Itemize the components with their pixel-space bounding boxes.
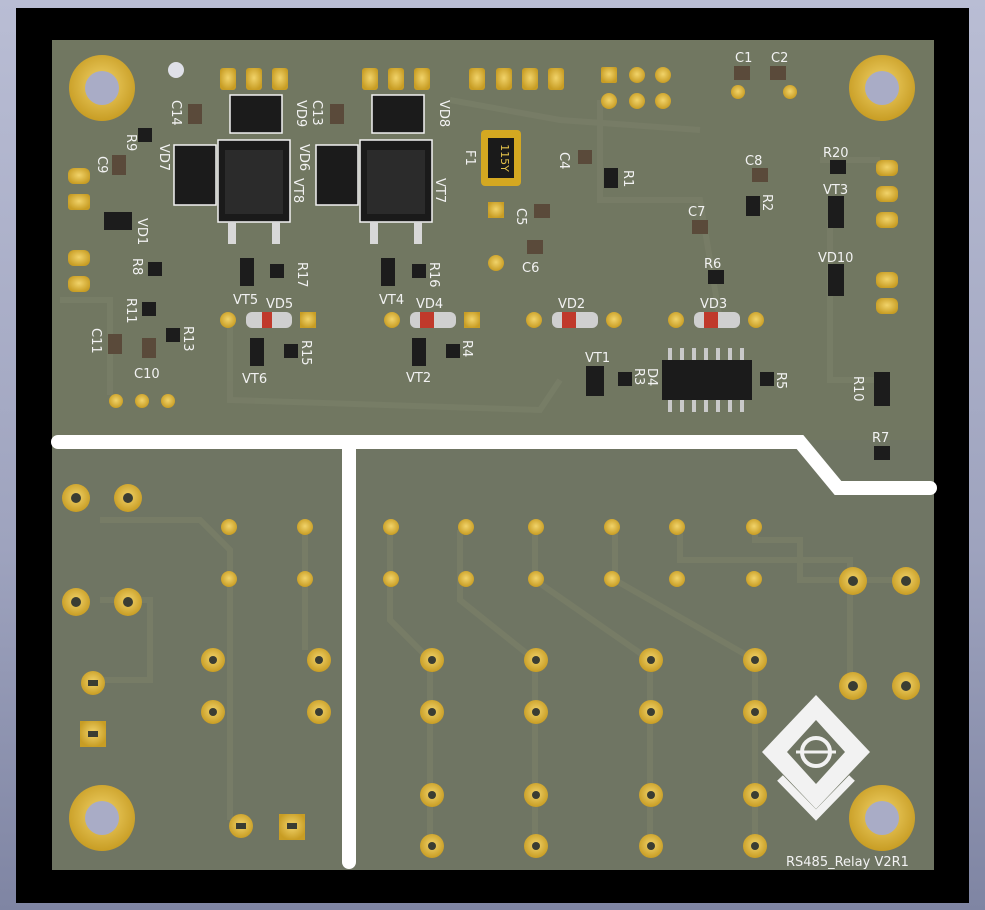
- label-vd7: VD7: [156, 144, 171, 171]
- mounting-holes: [69, 55, 915, 851]
- label-r5: R5: [773, 372, 788, 389]
- label-r6: R6: [704, 257, 721, 272]
- label-vd6: VD6: [296, 144, 311, 171]
- label-vd4: VD4: [416, 297, 443, 312]
- relay-pads: [62, 484, 920, 858]
- isolation-slot: [51, 435, 937, 495]
- axial-diodes: [220, 312, 764, 328]
- label-vd5: VD5: [266, 297, 293, 312]
- label-vd1: VD1: [134, 218, 149, 245]
- label-r9: R9: [123, 134, 138, 151]
- logic-area: [52, 40, 934, 440]
- label-c14: C14: [168, 100, 183, 126]
- header-pads-top: [220, 67, 797, 109]
- label-c9: C9: [94, 156, 109, 173]
- label-c6: C6: [522, 261, 539, 276]
- label-vt6: VT6: [242, 372, 267, 387]
- label-vt1: VT1: [585, 351, 610, 366]
- label-vt7: VT7: [432, 178, 447, 203]
- label-r4: R4: [459, 340, 474, 357]
- label-r16: R16: [426, 262, 441, 288]
- label-r7: R7: [872, 431, 889, 446]
- label-c7: C7: [688, 205, 705, 220]
- silkscreen-labels: C1 C2 C8 C7 R6 R20 VT3 VD10 R7 C6 VD2 VD…: [88, 51, 909, 870]
- label-vt8: VT8: [290, 178, 305, 203]
- label-vd2: VD2: [558, 297, 585, 312]
- label-f1: F1: [462, 150, 477, 166]
- left-pads: [68, 168, 175, 408]
- label-r3: R3: [631, 368, 646, 385]
- label-r17: R17: [294, 262, 309, 288]
- label-vt4: VT4: [379, 293, 404, 308]
- label-c11: C11: [88, 328, 103, 354]
- label-vt3: VT3: [823, 183, 848, 198]
- board-title: RS485_Relay V2R1: [786, 855, 909, 870]
- label-r2: R2: [759, 194, 774, 211]
- right-pads: [876, 160, 898, 314]
- label-vt2: VT2: [406, 371, 431, 386]
- label-vd8: VD8: [436, 100, 451, 127]
- label-c1: C1: [735, 51, 752, 66]
- label-r20: R20: [823, 146, 849, 161]
- label-c2: C2: [771, 51, 788, 66]
- label-c13: C13: [309, 100, 324, 126]
- label-r8: R8: [129, 258, 144, 275]
- label-c8: C8: [745, 154, 762, 169]
- label-r15: R15: [298, 340, 313, 366]
- diamond-logo-icon: [762, 695, 870, 821]
- label-vd9: VD9: [293, 100, 308, 127]
- fuse-f1: 115Y: [481, 130, 521, 271]
- label-c4: C4: [556, 152, 571, 169]
- label-r10: R10: [850, 376, 865, 402]
- label-vd10: VD10: [818, 251, 853, 266]
- fuse-marking: 115Y: [498, 144, 511, 172]
- ic-d4: [662, 348, 752, 412]
- smd-parts: [104, 66, 890, 460]
- label-vd3: VD3: [700, 297, 727, 312]
- label-r1: R1: [620, 170, 635, 187]
- label-c10: C10: [134, 367, 160, 382]
- label-d4: D4: [644, 368, 659, 386]
- label-vt5: VT5: [233, 293, 258, 308]
- regulators: [173, 94, 433, 244]
- label-r13: R13: [180, 326, 195, 352]
- label-c5: C5: [513, 208, 528, 225]
- label-r11: R11: [123, 298, 138, 324]
